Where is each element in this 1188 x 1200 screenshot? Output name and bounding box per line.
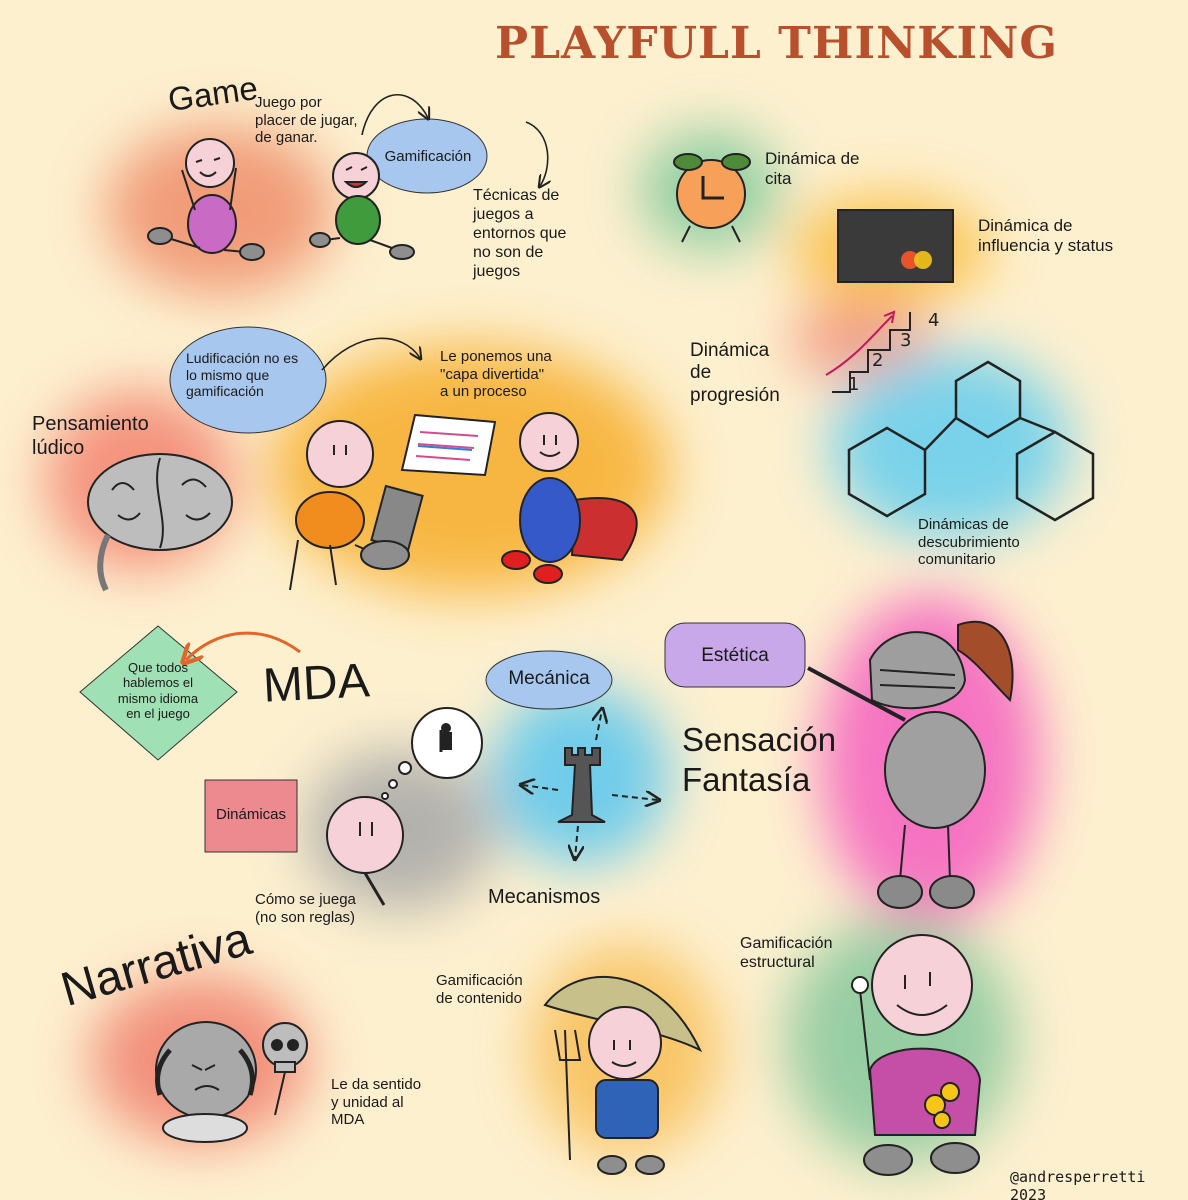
gamificacion-estructural-label: Gamificación estructural [740,935,833,971]
estetica-box [664,622,806,688]
mecanica-label: Mecánica [508,668,590,689]
connector-arrows [321,94,548,371]
page-title: PLAYFULL THINKING [495,18,1058,69]
game-figure-green [309,152,415,260]
gamificacion-label: Gamificación [384,148,472,165]
farmer-figure [543,976,703,1175]
narrativa-description: Le da sentido y unidad al MDA [331,1076,422,1129]
step-label-4: 4 [928,310,939,331]
step-label-1: 1 [848,374,859,395]
mda-heading: MDA [261,654,371,713]
author-signature: @andresperretti 2023 [1010,1168,1146,1200]
como-se-juega-text: Cómo se juega (no son reglas) [255,891,356,926]
mda-diamond-text: Que todos hablemos el mismo idioma en el… [117,660,199,721]
skull-icon [262,1022,308,1116]
dinamica-comunitario-label: Dinámicas de descubrimiento comunitario [918,516,1020,569]
document-icon [400,413,497,477]
sensacion-fantasia-label: Sensación Fantasía [682,721,837,798]
ludificacion-text: Ludificación no es lo mismo que gamifica… [186,350,299,400]
gamificacion-contenido-label: Gamificación de contenido [436,972,523,1007]
brain-icon [87,453,233,592]
coin-figure [851,934,982,1176]
narrator-figure [155,1021,257,1143]
progression-stairs-icon [825,310,911,393]
gamificacion-technique: Técnicas de juegos a entornos que no son… [473,187,567,280]
mecanismos-label: Mecanismos [488,886,601,908]
game-figure-pink [147,138,265,261]
chess-piece-thought-icon [440,723,452,750]
dinamicas-label: Dinámicas [215,806,287,823]
dinamica-progresion-label: Dinámica de progresión [690,340,780,406]
step-label-3: 3 [900,330,911,351]
dinamica-status-label: Dinámica de influencia y status [978,216,1114,256]
ludificacion-bubble [169,326,327,434]
knight-figure [807,620,1014,909]
game-description: Juego por placer de jugar, de ganar. [255,94,358,147]
community-hexagons-icon [847,360,1095,522]
tablet-person-figure [289,420,424,591]
pensamiento-ludico-heading: Pensamiento lúdico [32,413,149,459]
mda-arrow [186,631,301,660]
step-label-2: 2 [872,350,883,371]
superhero-figure [501,412,638,584]
rook-icon [557,747,606,823]
estetica-label: Estética [701,645,769,666]
mechanism-arrows [522,710,658,858]
capa-divertida-note: Le ponemos una "capa divertida" a un pro… [440,348,552,401]
dinamicas-box [204,779,298,853]
step-number-labels: 1 2 3 4 [848,310,939,395]
dinamica-cita-label: Dinámica de cita [765,149,860,189]
credit-card-icon [837,209,954,283]
alarm-clock-icon [673,153,751,243]
mecanica-bubble [485,650,613,710]
